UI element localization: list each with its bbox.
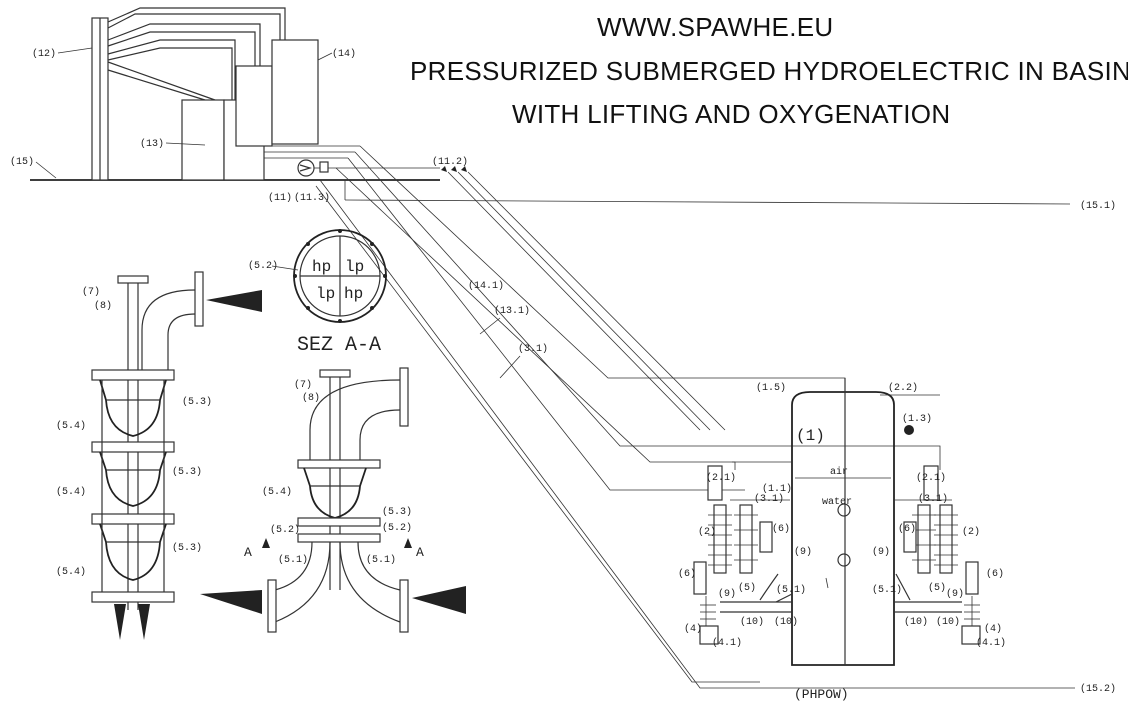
labels: (12) (13) (14) (15) (11) (11.3) (11.2) (… [10,47,1116,702]
label-5-2-section: (5.2) [248,260,278,272]
label-5-4-left-2: (5.4) [56,486,86,498]
label-11-3: (11.3) [294,192,330,204]
label-1: (1) [796,427,825,445]
label-2-1-right: (2.1) [916,472,946,484]
label-10-l2: (10) [774,616,798,628]
label-a-left: A [244,545,252,560]
label-4-left: (4) [684,623,702,635]
section-title: SEZ A-A [297,334,381,357]
label-10-l1: (10) [740,616,764,628]
label-4-right: (4) [984,623,1002,635]
label-5-1-mid-r: (5.1) [366,554,396,566]
label-8-left: (8) [94,300,112,312]
label-9-low-right: (9) [946,588,964,600]
label-3-1: (3.1) [518,343,548,355]
label-1-5: (1.5) [756,382,786,394]
label-5-left: (5) [738,582,756,594]
label-10-r2: (10) [936,616,960,628]
label-hp-1: hp [312,258,331,276]
left-turbine-stack [91,271,262,640]
label-11-2: (11.2) [432,156,468,168]
label-6-far-left: (6) [678,568,696,580]
label-14: (14) [332,48,356,60]
label-5-4-mid: (5.4) [262,486,292,498]
label-9-right: (9) [872,546,890,558]
label-5-right: (5) [928,582,946,594]
power-house [30,7,440,181]
title-main: PRESSURIZED SUBMERGED HYDROELECTRIC IN B… [410,56,1128,86]
plant-left-unit [693,461,793,645]
label-5-4-left-3: (5.4) [56,566,86,578]
label-3-1-right: (3.1) [918,493,948,505]
label-15-1: (15.1) [1080,200,1116,212]
label-2-1-left: (2.1) [706,472,736,484]
label-2-2: (2.2) [888,382,918,394]
plant-right-unit [894,465,981,645]
label-2-right: (2) [962,526,980,538]
label-13-1: (13.1) [494,305,530,317]
conduits [315,145,1075,689]
label-1-3: (1.3) [902,413,932,425]
label-lp-1: lp [345,258,364,276]
label-6-far-right: (6) [986,568,1004,580]
title-website: WWW.SPAWHE.EU [597,12,834,42]
label-11: (11) [268,192,292,204]
label-4-1-right: (4.1) [976,637,1006,649]
label-5-1-plant-left: (5.1) [776,584,806,596]
pump-11 [297,159,329,177]
label-6-left: (6) [772,523,790,535]
label-10-r1: (10) [904,616,928,628]
middle-turbine [200,367,466,633]
label-water: water [822,497,852,508]
label-1-1-left: (1.1) [762,483,792,495]
label-7-mid: (7) [294,379,312,391]
label-15-2: (15.2) [1080,683,1116,695]
label-13: (13) [140,138,164,150]
label-7-left: (7) [82,286,100,298]
label-2-left: (2) [698,526,716,538]
label-5-3-left-3: (5.3) [172,542,202,554]
label-5-2-mid-r: (5.2) [382,522,412,534]
label-air: air [830,466,848,478]
label-hp-2: hp [344,285,363,303]
label-5-3-left-2: (5.3) [172,466,202,478]
label-5-1-mid-l: (5.1) [278,554,308,566]
label-8-mid: (8) [302,392,320,404]
label-4-1-left: (4.1) [712,637,742,649]
label-5-4-left-1: (5.4) [56,420,86,432]
label-9-low-left: (9) [718,588,736,600]
label-14-1: (14.1) [468,280,504,292]
label-phpow: (PHPOW) [794,687,849,702]
label-6-right: (6) [898,523,916,535]
label-lp-2: lp [316,285,335,303]
label-3-1-left: (3.1) [754,493,784,505]
title-sub: WITH LIFTING AND OXYGENATION [512,99,951,129]
label-a-right: A [416,545,424,560]
pressure-tank-1 [791,378,940,666]
label-15: (15) [10,156,34,168]
label-5-1-plant-right: (5.1) [872,584,902,596]
label-9-left: (9) [794,546,812,558]
label-5-3-left-1: (5.3) [182,396,212,408]
label-5-3-mid-1: (5.3) [382,506,412,518]
label-12: (12) [32,48,56,60]
label-5-2-mid-l: (5.2) [270,524,300,536]
section-a-a: hp lp lp hp SEZ A-A [293,229,387,357]
